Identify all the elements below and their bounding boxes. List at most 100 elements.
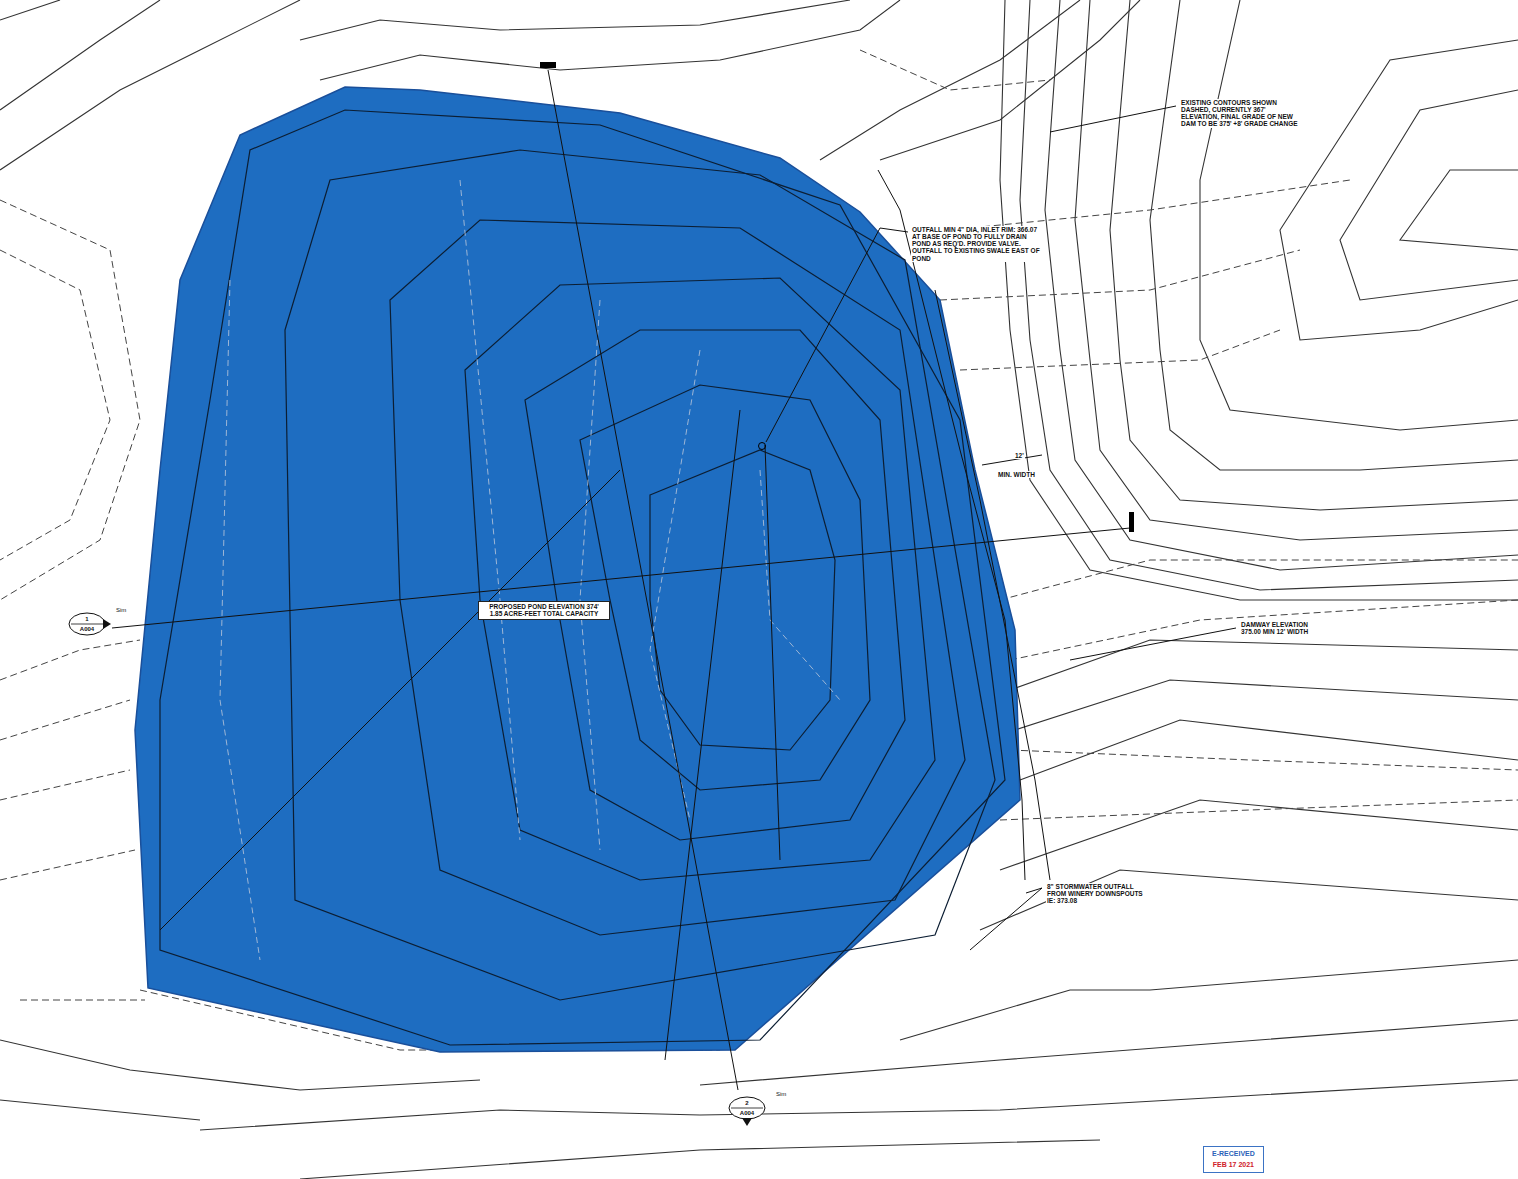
- contour-line: [880, 0, 1140, 160]
- section-marker-shape: [728, 1096, 766, 1120]
- contour-line: [1200, 0, 1518, 430]
- section-mark: [1129, 512, 1134, 532]
- leader-line: [1050, 106, 1176, 132]
- dam-and-leaders: [112, 70, 1236, 1090]
- contour-line: [300, 0, 850, 40]
- dashed-contour: [960, 330, 1280, 370]
- contour-line: [1280, 40, 1518, 340]
- leader-line: [982, 455, 1042, 465]
- section-marker-pointer: [103, 619, 111, 629]
- leader-line: [766, 228, 908, 442]
- section-note: Sim: [775, 1090, 787, 1098]
- section-note: Sim: [115, 606, 127, 614]
- contour-line: [900, 960, 1518, 1040]
- existing-contours-under-pond: [220, 180, 840, 960]
- contour-line: [820, 0, 1080, 160]
- dashed-contour: [950, 180, 1350, 230]
- section-marker: 1A004Sim: [68, 612, 106, 636]
- contour-line: [320, 0, 900, 80]
- dashed-contour: [0, 250, 110, 560]
- contour-line: [1000, 800, 1518, 870]
- leader-line: [1026, 888, 1042, 893]
- contour-line: [1015, 680, 1518, 730]
- dashed-contour: [0, 200, 140, 600]
- dashed-contour: [220, 280, 260, 960]
- leader-line: [970, 888, 1042, 950]
- sheet-reference: A004: [728, 1109, 766, 1117]
- dashed-contour: [20, 1000, 145, 1001]
- section-cut-line: [112, 528, 1130, 628]
- contour-line: [1150, 0, 1518, 470]
- contour-line: [0, 0, 160, 110]
- section-cut-line: [160, 470, 620, 930]
- contour-line: [0, 1040, 480, 1090]
- section-cut-line: [548, 70, 738, 1090]
- contour-line: [1010, 640, 1518, 690]
- dam-edge: [878, 170, 1025, 880]
- section-cut-line: [665, 410, 740, 1060]
- contour-line: [0, 0, 60, 20]
- section-marker: 2A004Sim: [728, 1096, 766, 1120]
- section-marker-divider: [731, 1108, 763, 1109]
- pond-contour: [465, 278, 935, 880]
- dashed-contour: [0, 770, 130, 800]
- dashed-contour: [0, 640, 140, 680]
- dashed-contour: [760, 470, 840, 700]
- callout-note: OUTFALL MIN 4" DIA, INLET RIM: 366.07 AT…: [911, 226, 1045, 262]
- section-cut-line: [765, 445, 780, 860]
- callout-note: MIN. WIDTH: [997, 471, 1036, 478]
- section-number: 1: [68, 615, 106, 623]
- section-marker-divider: [71, 624, 103, 625]
- contour-line: [300, 1140, 1100, 1179]
- pond-contour: [285, 150, 995, 1000]
- dashed-contour: [1010, 600, 1518, 660]
- dashed-contour: [1000, 560, 1518, 600]
- section-number: 2: [728, 1099, 766, 1107]
- contour-line: [1020, 0, 1518, 590]
- contour-line: [200, 1080, 1518, 1130]
- callout-note: DAMWAY ELEVATION 375.00 MIN 12' WIDTH: [1240, 621, 1316, 635]
- dashed-contour: [1000, 800, 1518, 820]
- dashed-contour: [460, 180, 520, 840]
- contour-line: [1340, 90, 1518, 300]
- dam-edge: [935, 290, 1050, 880]
- stamp-heading: E-RECEIVED: [1212, 1149, 1255, 1160]
- pond-contour: [650, 450, 835, 750]
- section-marker-outline: [729, 1097, 765, 1119]
- contour-line: [1000, 0, 1518, 600]
- outfall-inlet: [759, 443, 766, 450]
- pond-contour: [580, 385, 870, 790]
- pond-label-box: PROPOSED POND ELEVATION 374' 1.85 ACRE-F…: [478, 601, 610, 620]
- dashed-contour: [0, 700, 130, 740]
- pond-contour: [390, 220, 965, 935]
- pond-water: [135, 87, 1020, 1052]
- contour-line: [1075, 0, 1518, 540]
- contour-line: [980, 870, 1518, 930]
- section-marker-outline: [69, 613, 105, 635]
- contour-line: [1020, 720, 1518, 780]
- callout-note: 8" STORMWATER OUTFALL FROM WINERY DOWNSP…: [1046, 883, 1144, 904]
- callout-note: EXISTING CONTOURS SHOWN DASHED, CURRENTL…: [1180, 99, 1300, 128]
- section-mark: [540, 62, 556, 68]
- pond-contour: [525, 330, 905, 840]
- contour-line: [1110, 0, 1518, 510]
- sheet-reference: A004: [68, 625, 106, 633]
- contour-line: [700, 1020, 1518, 1085]
- proposed-pond-contours: [160, 110, 1005, 1045]
- dashed-contour: [580, 300, 600, 850]
- contour-line: [0, 1100, 200, 1120]
- dashed-contour: [0, 850, 135, 880]
- pond-contour: [160, 110, 1005, 1045]
- contour-line: [1045, 0, 1518, 570]
- received-stamp: E-RECEIVEDFEB 17 2021: [1203, 1146, 1264, 1173]
- contour-line: [1400, 170, 1518, 250]
- leader-line: [1070, 628, 1236, 660]
- section-marker-shape: [68, 612, 106, 636]
- pond-label-text: PROPOSED POND ELEVATION 374' 1.85 ACRE-F…: [482, 603, 606, 618]
- stamp-date: FEB 17 2021: [1212, 1160, 1255, 1171]
- section-marker-pointer: [742, 1118, 752, 1126]
- dashed-contour: [1010, 750, 1518, 770]
